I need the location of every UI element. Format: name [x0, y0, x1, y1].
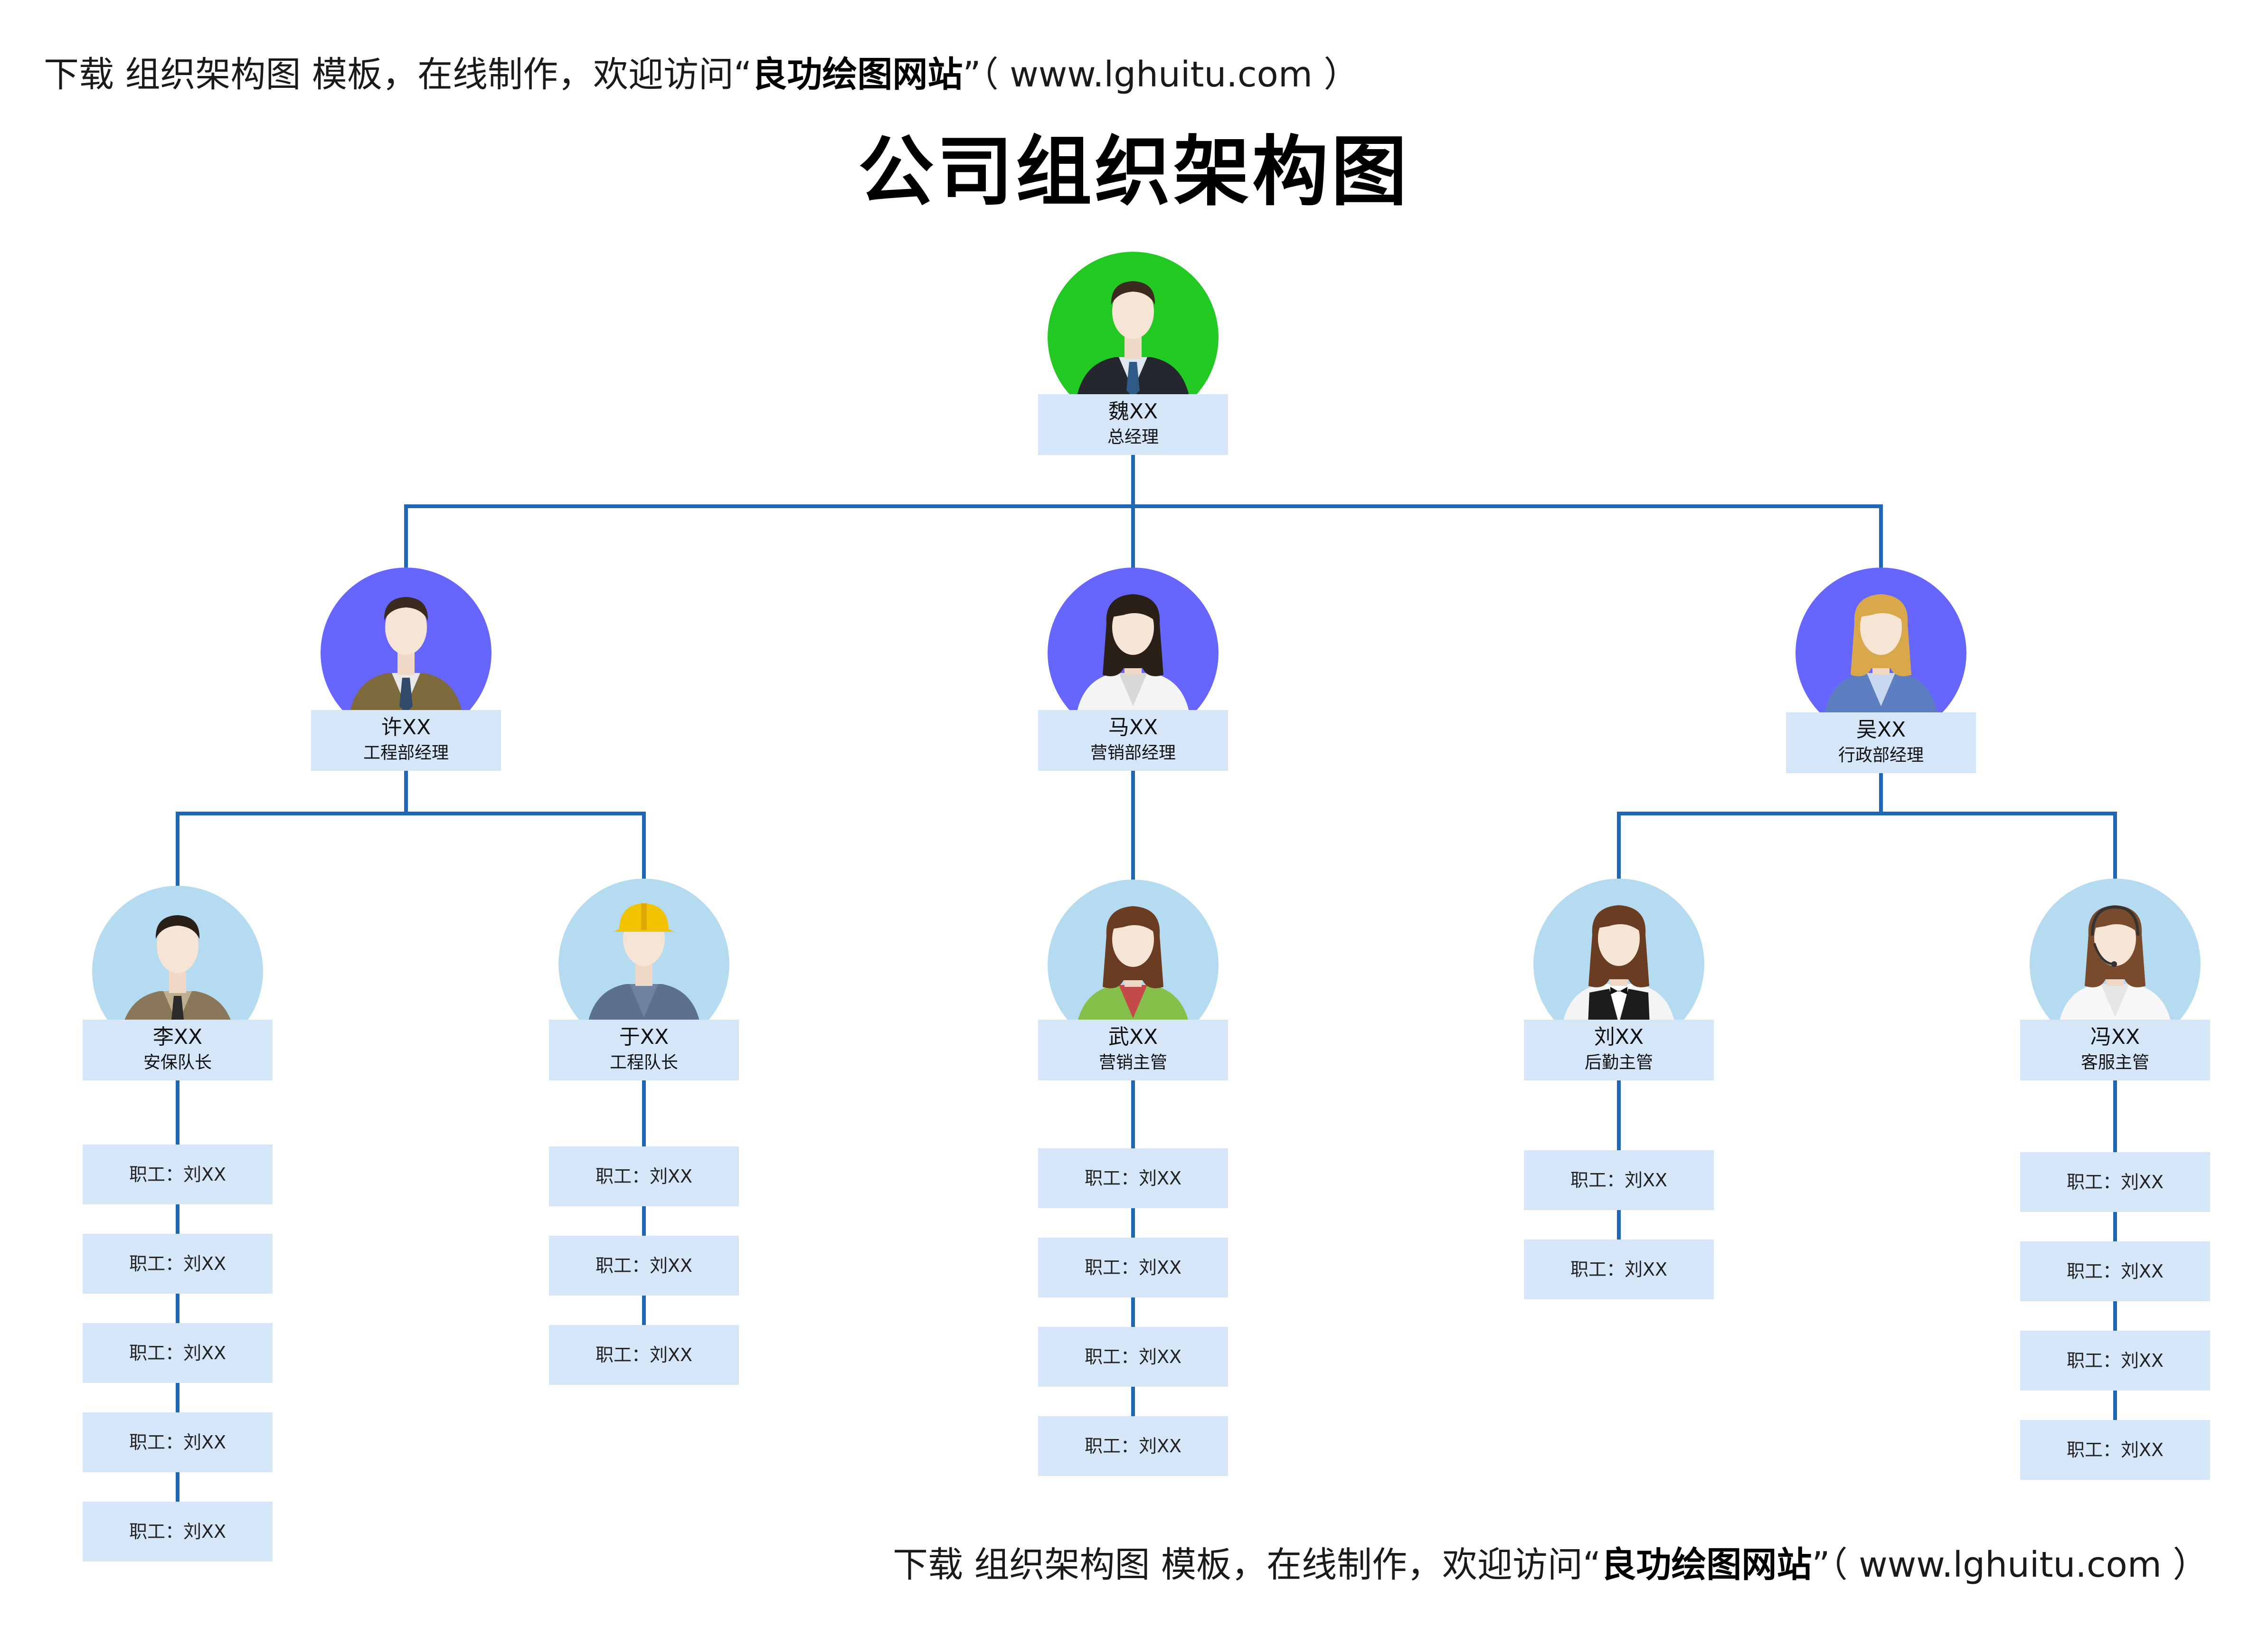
staff-box: 职工：刘XX — [83, 1323, 273, 1383]
node-role: 安保队长 — [143, 1053, 212, 1072]
node-role: 工程队长 — [609, 1053, 678, 1072]
node-role: 后勤主管 — [1584, 1053, 1653, 1072]
node-name: 吴XX — [1856, 718, 1906, 742]
node-logistics-lead: 刘XX 后勤主管 — [1524, 1020, 1714, 1080]
staff-box: 职工：刘XX — [2020, 1420, 2210, 1480]
avatar-admin-manager — [1796, 568, 1966, 738]
staff-box: 职工：刘XX — [1038, 1416, 1228, 1476]
staff-box: 职工：刘XX — [83, 1412, 273, 1472]
node-name: 马XX — [1108, 715, 1158, 739]
node-role: 客服主管 — [2080, 1053, 2149, 1072]
avatar-logistics-lead — [1533, 879, 1704, 1050]
staff-box: 职工：刘XX — [2020, 1152, 2210, 1212]
node-security-lead: 李XX 安保队长 — [83, 1020, 273, 1080]
staff-box: 职工：刘XX — [549, 1236, 739, 1296]
avatar-engineering-lead — [558, 879, 729, 1050]
node-name: 于XX — [619, 1025, 669, 1049]
staff-box: 职工：刘XX — [1038, 1327, 1228, 1387]
node-name: 许XX — [381, 715, 431, 739]
staff-box: 职工：刘XX — [1038, 1238, 1228, 1297]
staff-box: 职工：刘XX — [1524, 1150, 1714, 1210]
staff-box: 职工：刘XX — [83, 1502, 273, 1562]
staff-box: 职工：刘XX — [1038, 1148, 1228, 1208]
promo-suffix: ”（ www.lghuitu.com ） — [1812, 1544, 2208, 1585]
node-admin-manager: 吴XX 行政部经理 — [1786, 712, 1976, 773]
promo-banner-bottom: 下载 组织架构图 模板，在线制作，欢迎访问“良功绘图网站”（ www.lghui… — [893, 1547, 2208, 1582]
node-role: 总经理 — [1107, 427, 1159, 447]
node-engineering-lead: 于XX 工程队长 — [549, 1020, 739, 1080]
node-name: 武XX — [1108, 1025, 1158, 1049]
node-name: 刘XX — [1594, 1025, 1644, 1049]
promo-banner-top: 下载 组织架构图 模板，在线制作，欢迎访问“良功绘图网站”（ www.lghui… — [44, 57, 1359, 92]
node-marketing-lead: 武XX 营销主管 — [1038, 1020, 1228, 1080]
staff-box: 职工：刘XX — [549, 1146, 739, 1206]
node-name: 冯XX — [2090, 1025, 2140, 1049]
staff-box: 职工：刘XX — [549, 1325, 739, 1385]
node-engineering-manager: 许XX 工程部经理 — [311, 710, 501, 771]
node-marketing-manager: 马XX 营销部经理 — [1038, 710, 1228, 771]
node-name: 魏XX — [1108, 399, 1158, 424]
promo-prefix: 下载 组织架构图 模板，在线制作，欢迎访问“ — [44, 54, 752, 95]
staff-box: 职工：刘XX — [83, 1234, 273, 1294]
avatar-marketing-lead — [1048, 880, 1219, 1051]
node-role: 行政部经理 — [1838, 746, 1924, 765]
staff-box: 职工：刘XX — [83, 1145, 273, 1204]
node-name: 李XX — [152, 1025, 203, 1049]
promo-suffix: ”（ www.lghuitu.com ） — [963, 54, 1359, 95]
promo-prefix: 下载 组织架构图 模板，在线制作，欢迎访问“ — [893, 1544, 1601, 1585]
staff-box: 职工：刘XX — [2020, 1241, 2210, 1301]
node-role: 营销部经理 — [1090, 743, 1176, 763]
node-general-manager: 魏XX 总经理 — [1038, 394, 1228, 455]
node-customer-service-lead: 冯XX 客服主管 — [2020, 1020, 2210, 1080]
staff-box: 职工：刘XX — [1524, 1240, 1714, 1299]
promo-brand: 良功绘图网站 — [752, 54, 963, 95]
avatar-general-manager — [1048, 252, 1219, 423]
page-title: 公司组织架构图 — [858, 127, 1410, 216]
node-role: 工程部经理 — [363, 743, 449, 763]
promo-brand: 良功绘图网站 — [1601, 1544, 1812, 1585]
node-role: 营销主管 — [1098, 1053, 1167, 1072]
staff-box: 职工：刘XX — [2020, 1331, 2210, 1391]
